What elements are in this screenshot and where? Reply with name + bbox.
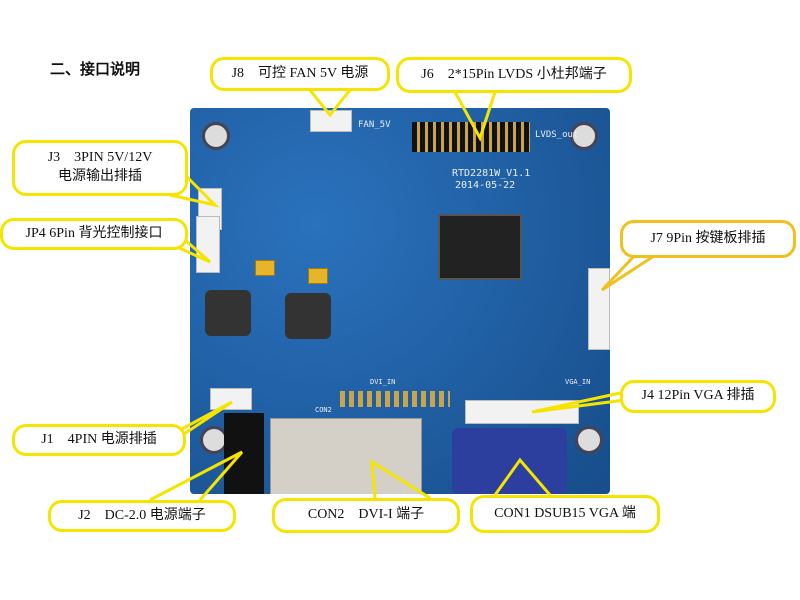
lvds-header (412, 122, 530, 152)
callout-j4: J4 12Pin VGA 排插 (620, 380, 776, 413)
callout-con2: CON2 DVI-I 端子 (272, 498, 460, 533)
mounting-hole (575, 426, 603, 454)
silk-con2: CON2 (315, 406, 332, 414)
callout-con1: CON1 DSUB15 VGA 端 (470, 495, 660, 533)
dvi-connector (270, 418, 422, 494)
fan-connector (310, 110, 352, 132)
callout-j7: J7 9Pin 按键板排插 (620, 220, 796, 258)
silk-vga: VGA_IN (565, 378, 591, 386)
section-heading: 二、接口说明 (50, 62, 141, 78)
mounting-hole (200, 426, 228, 454)
board-model: RTD2281W_V1.1 (452, 168, 531, 179)
capacitor (308, 268, 328, 284)
silk-dvi: DVI_IN (370, 378, 396, 386)
mounting-hole (202, 122, 230, 150)
mounting-hole (570, 122, 598, 150)
callout-j3-line1: J3 3PIN 5V/12V (47, 150, 153, 166)
inductor (285, 293, 331, 339)
dvi-pads (340, 391, 450, 407)
callout-j2: J2 DC-2.0 电源端子 (48, 500, 236, 532)
j4-connector (465, 400, 579, 424)
callout-j3: J3 3PIN 5V/12V 电源输出排插 (12, 140, 188, 196)
pcb-board-photo: FAN_5V LVDS_out RTD2281W_V1.1 2014-05-22… (190, 108, 610, 494)
capacitor (255, 260, 275, 276)
silk-fan: FAN_5V (358, 120, 391, 130)
callout-j1: J1 4PIN 电源排插 (12, 424, 186, 456)
main-ic-chip (438, 214, 522, 280)
vga-connector (452, 428, 567, 494)
jp4-connector (196, 216, 220, 273)
callout-j6: J6 2*15Pin LVDS 小杜邦端子 (396, 57, 632, 93)
dc-jack (224, 413, 264, 494)
board-date: 2014-05-22 (455, 180, 516, 191)
callout-j8: J8 可控 FAN 5V 电源 (210, 57, 390, 91)
callout-j3-line2: 电源输出排插 (58, 169, 142, 184)
inductor (205, 290, 251, 336)
callout-jp4: JP4 6Pin 背光控制接口 (0, 218, 188, 250)
silk-lvds: LVDS_out (535, 130, 579, 140)
j1-connector (210, 388, 252, 410)
